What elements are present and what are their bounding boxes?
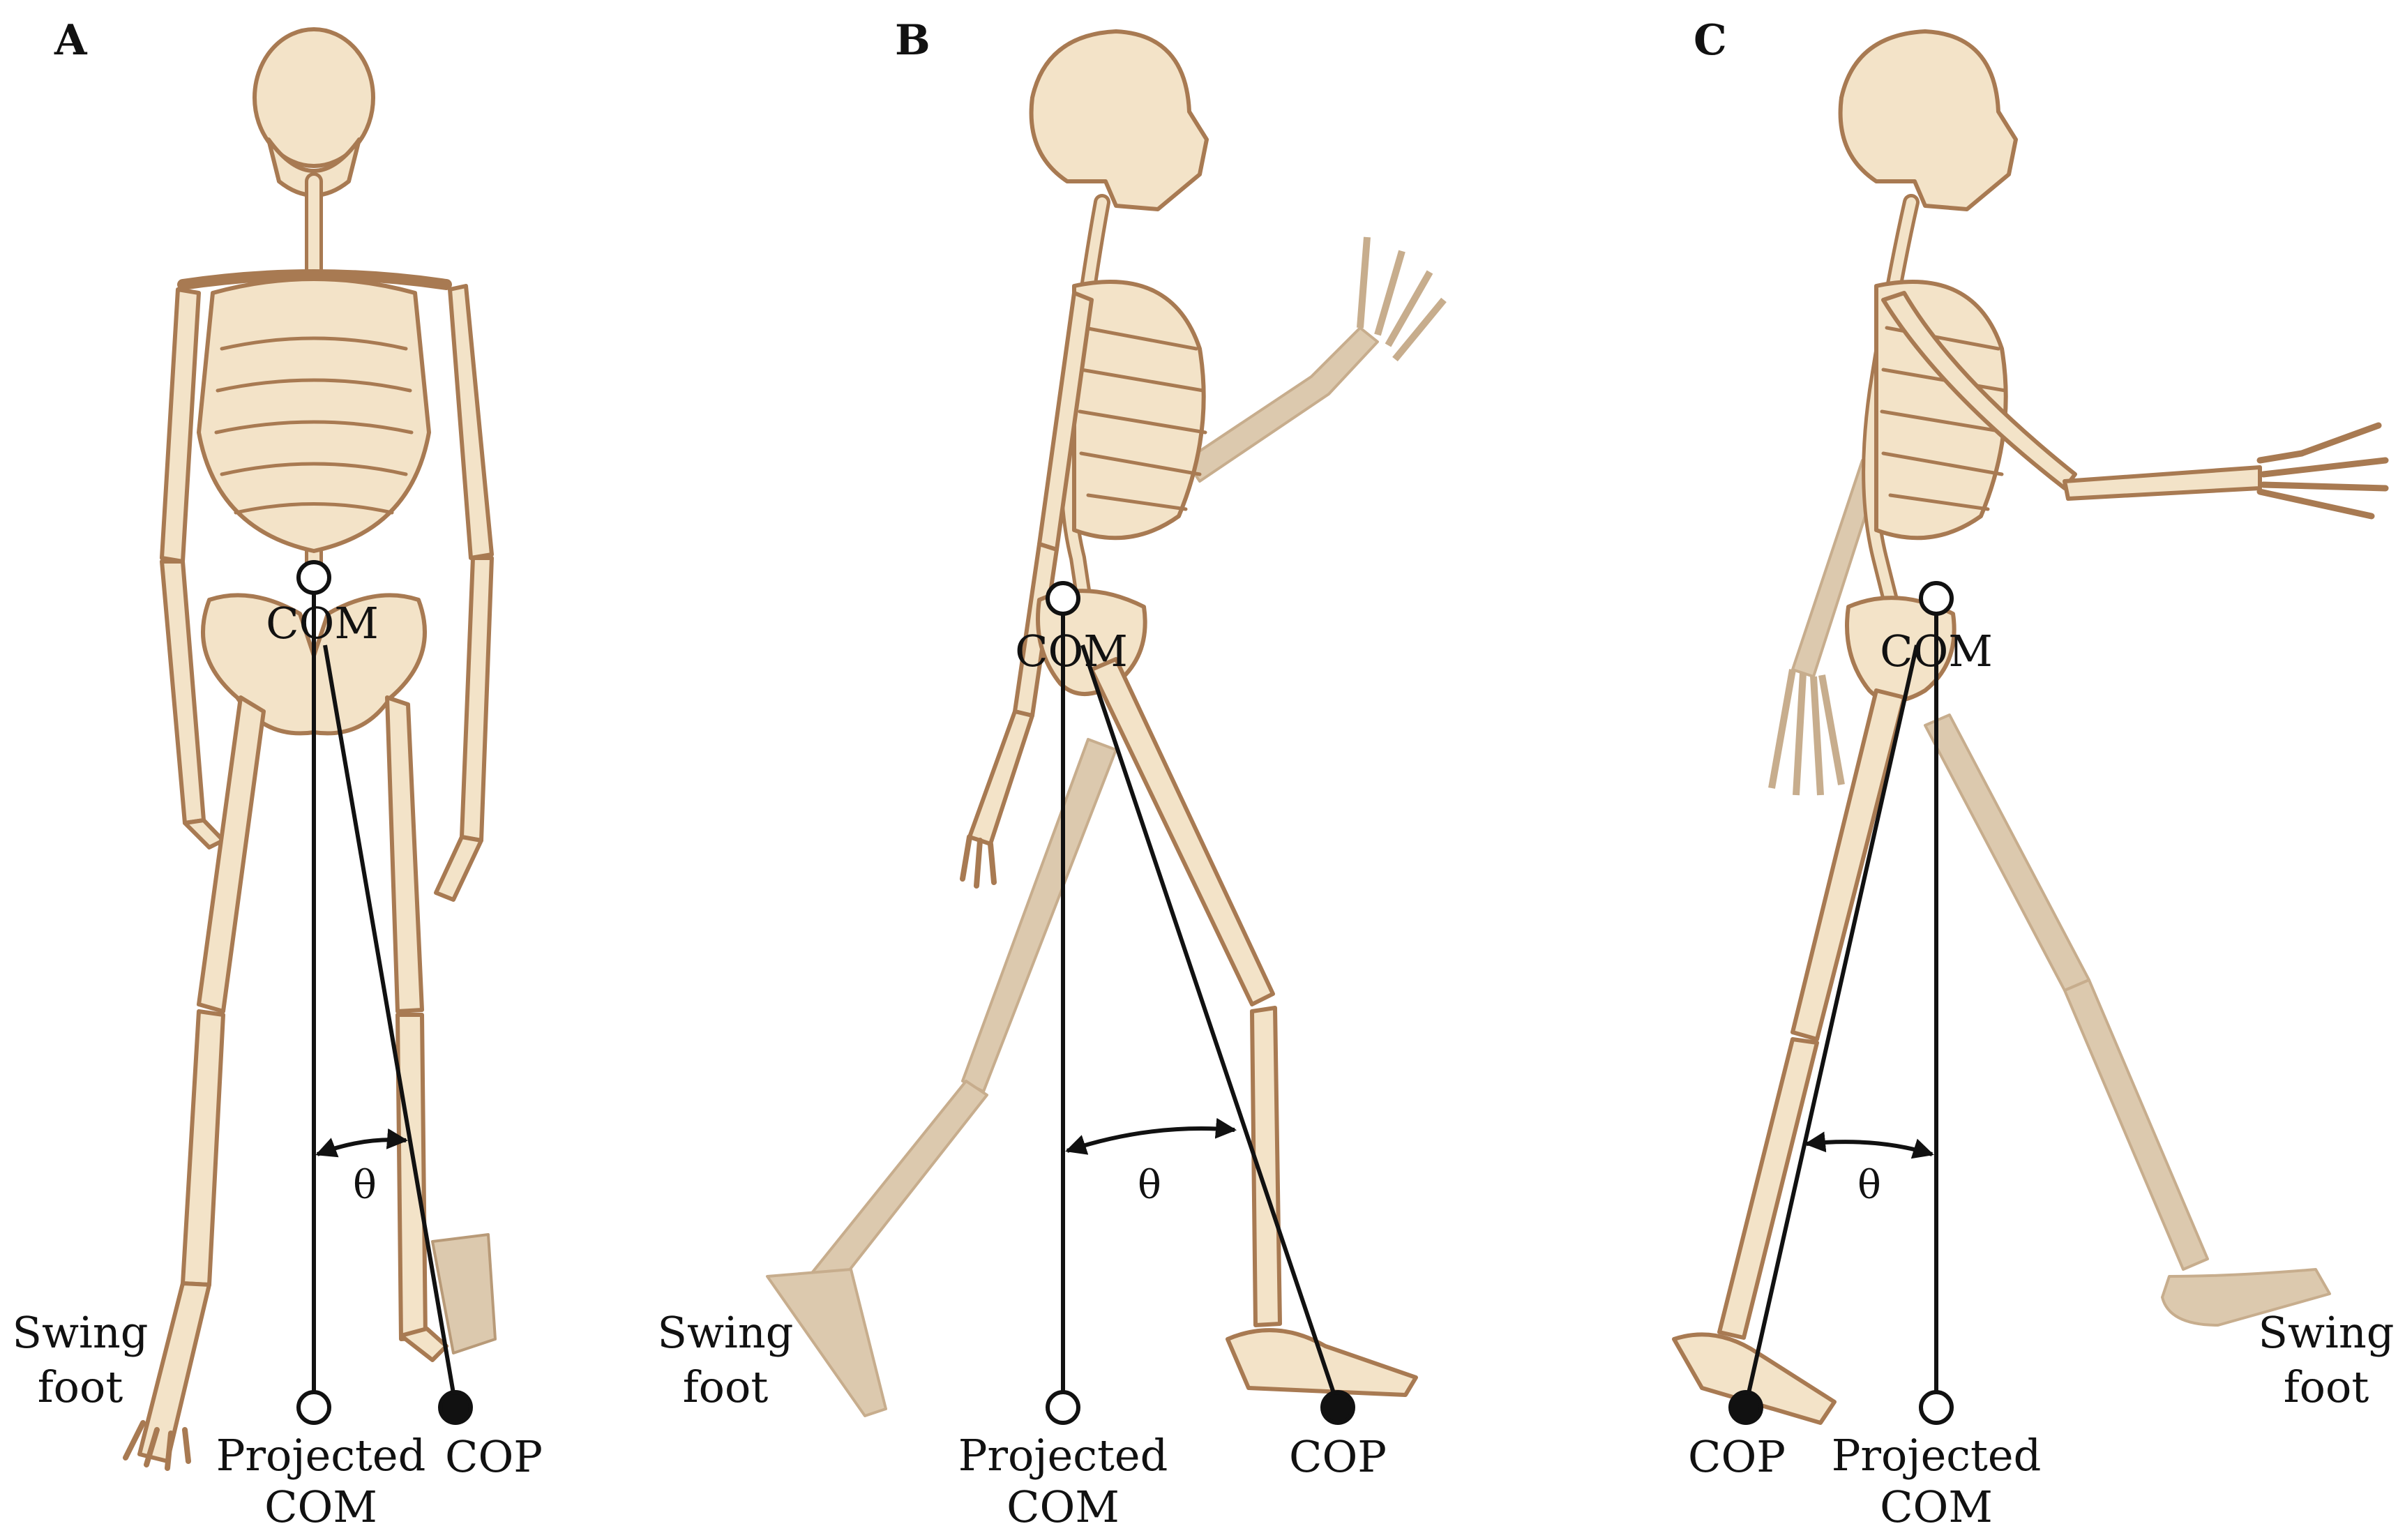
skeleton-front-view <box>123 27 497 1471</box>
projected-com-label-c-line1: Projected <box>1832 1430 2042 1481</box>
theta-label-a: θ <box>353 1163 377 1208</box>
com-label-a: COM <box>266 598 379 649</box>
skeleton-side-view-c-faded <box>1768 459 2331 1327</box>
panel-a-letter: A <box>54 16 88 65</box>
projected-com-label-a-line1: Projected <box>216 1430 426 1481</box>
panel-b: B <box>658 16 1447 1532</box>
cop-marker-c <box>1728 1390 1763 1425</box>
com-marker-a <box>296 560 331 595</box>
skeleton-side-view-b <box>960 29 1418 1397</box>
projected-com-marker-c <box>1919 1390 1954 1425</box>
projected-com-label-a-line2: COM <box>264 1481 377 1532</box>
panel-b-letter: B <box>895 16 930 65</box>
panel-c: C <box>1672 16 2395 1532</box>
projected-com-marker-a <box>296 1390 331 1425</box>
cop-marker-b <box>1320 1390 1355 1425</box>
com-label-c: COM <box>1880 626 1993 677</box>
skeleton-side-view-b-faded <box>766 236 1447 1417</box>
projected-com-marker-b <box>1046 1390 1080 1425</box>
com-geometry-b <box>1061 600 1340 1406</box>
com-marker-c <box>1919 581 1954 616</box>
swing-foot-label-a-line2: foot <box>38 1361 123 1412</box>
cop-marker-a <box>438 1390 473 1425</box>
swing-foot-label-c-line2: foot <box>2284 1361 2369 1412</box>
skeleton-side-view-c <box>1672 29 2389 1425</box>
cop-label-c: COP <box>1688 1431 1786 1482</box>
swing-foot-label-a-line1: Swing <box>13 1307 149 1358</box>
cop-label-a: COP <box>445 1431 543 1482</box>
com-label-b: COM <box>1015 626 1128 677</box>
projected-com-label-b-line2: COM <box>1007 1481 1119 1532</box>
cop-label-b: COP <box>1289 1431 1387 1482</box>
com-geometry-a <box>312 579 458 1406</box>
swing-foot-label-b-line2: foot <box>683 1361 769 1412</box>
com-marker-b <box>1046 581 1080 616</box>
theta-label-c: θ <box>1857 1163 1881 1208</box>
theta-label-b: θ <box>1138 1163 1161 1208</box>
swing-foot-label-c-line1: Swing <box>2259 1307 2395 1358</box>
swing-foot-label-b-line1: Swing <box>658 1307 794 1358</box>
projected-com-label-c-line2: COM <box>1880 1481 1993 1532</box>
panel-a: A <box>13 16 543 1532</box>
projected-com-label-b-line1: Projected <box>958 1430 1168 1481</box>
panel-c-letter: C <box>1694 16 1727 65</box>
com-geometry-c <box>1744 600 1938 1406</box>
